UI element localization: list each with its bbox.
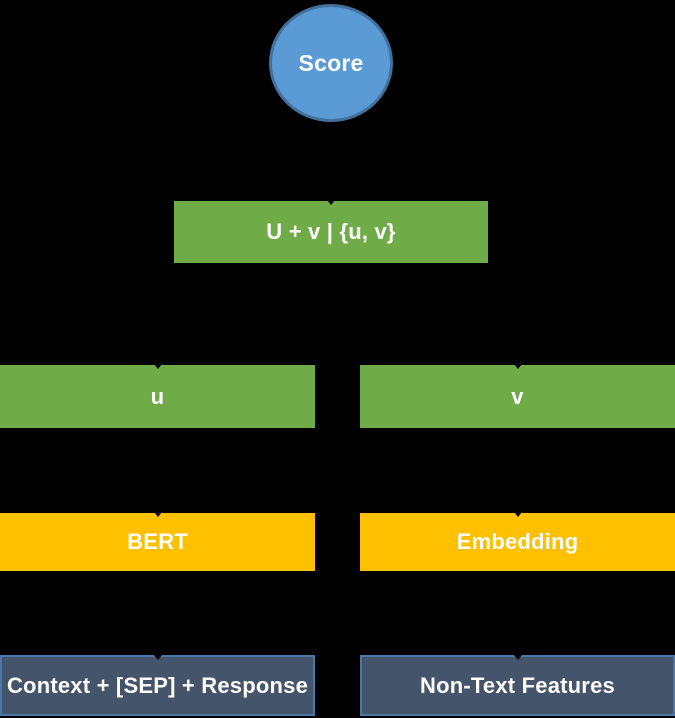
node-context-input: Context + [SEP] + Response (0, 655, 315, 716)
connector-arrowhead-notch (153, 655, 162, 660)
connector-arrowhead-notch (513, 655, 522, 660)
node-embedding: Embedding (360, 512, 675, 571)
node-bert-label: BERT (127, 529, 188, 554)
connector-arrowhead-notch (513, 512, 522, 517)
node-embedding-label: Embedding (456, 529, 579, 554)
node-score: Score (269, 4, 393, 122)
node-v-label: v (511, 383, 524, 409)
node-score-label: Score (298, 49, 364, 76)
connector-arrowhead-notch (153, 512, 162, 517)
connector-arrowhead-notch (327, 200, 335, 205)
node-nontext-input: Non-Text Features (360, 655, 675, 716)
node-v: v (360, 364, 675, 428)
connector-arrowhead-notch (513, 364, 522, 369)
node-u: u (0, 364, 315, 428)
node-context-label: Context + [SEP] + Response (6, 672, 309, 698)
node-combine-label: U + v | {u, v} (266, 219, 396, 244)
node-nontext-label: Non-Text Features (420, 672, 615, 698)
node-bert: BERT (0, 512, 315, 571)
node-u-label: u (150, 383, 165, 409)
node-combine: U + v | {u, v} (174, 200, 488, 263)
connector-arrowhead-notch (153, 364, 162, 369)
